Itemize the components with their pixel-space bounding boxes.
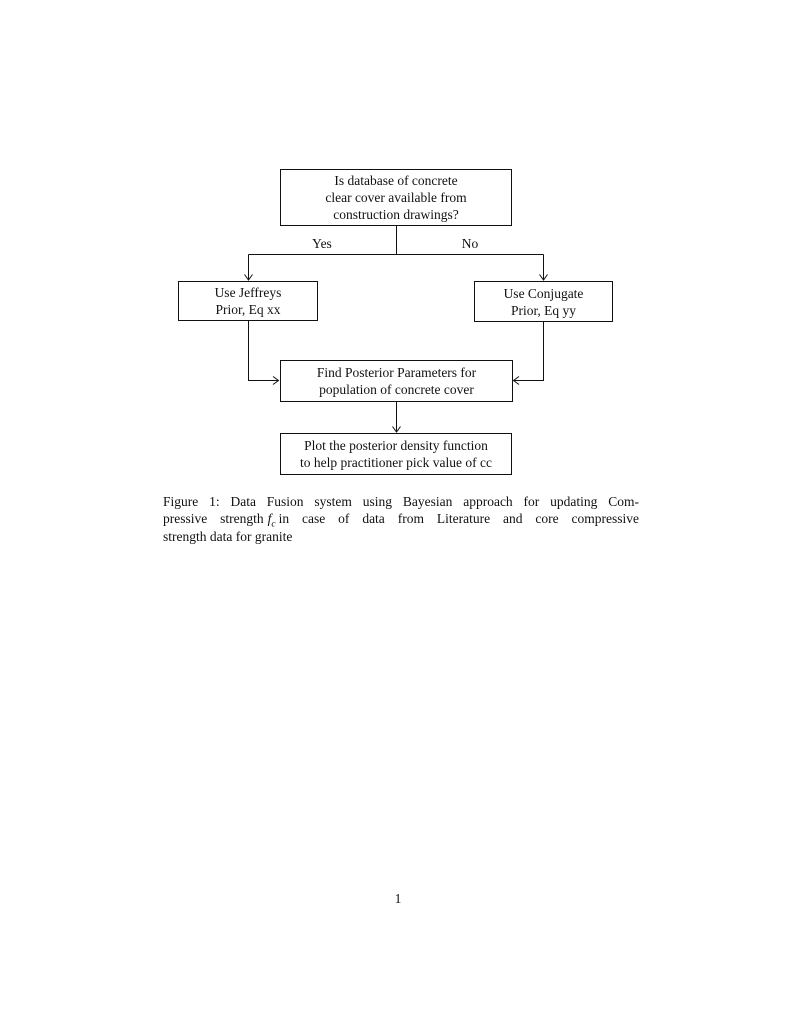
math-fc-symbol: fc xyxy=(267,511,276,529)
posterior-line-1: Find Posterior Parameters for xyxy=(316,365,477,380)
caption-line2-text-pre: pressive strength xyxy=(163,511,264,527)
figure-caption-line-3: strength data for granite xyxy=(163,528,293,544)
flowchart-node-plot-density: Plot the posterior density function to h… xyxy=(280,433,512,475)
math-fc-subscript: c xyxy=(271,520,276,531)
caption-line2-text-post: in case of data from Literature and core… xyxy=(278,511,639,527)
plot-line-1: Plot the posterior density function xyxy=(304,438,488,453)
arrowhead-yes-down xyxy=(244,274,253,281)
arrowhead-no-down xyxy=(539,274,548,281)
connector-conjugate-posterior xyxy=(514,322,544,381)
arrowhead-jeffreys-right xyxy=(272,376,280,385)
flowchart-node-conjugate-prior: Use Conjugate Prior, Eq yy xyxy=(474,281,613,322)
branch-label-yes: Yes xyxy=(310,235,334,252)
connector-jeffreys-posterior xyxy=(248,321,278,381)
branch-label-no: No xyxy=(459,235,481,252)
jeffreys-line-2: Prior, Eq xx xyxy=(215,302,281,317)
arrowhead-posterior-down xyxy=(392,426,401,433)
decision-line-3: construction drawings? xyxy=(333,207,459,222)
page-number: 1 xyxy=(394,891,402,906)
figure-caption: Figure 1: Data Fusion system using Bayes… xyxy=(163,493,639,545)
flowchart-node-decision: Is database of concrete clear cover avai… xyxy=(280,169,512,226)
conjugate-line-2: Prior, Eq yy xyxy=(510,302,577,318)
flowchart-node-posterior-parameters: Find Posterior Parameters for population… xyxy=(280,360,513,402)
figure-caption-line-1: Figure 1: Data Fusion system using Bayes… xyxy=(163,494,639,509)
conjugate-line-1: Use Conjugate xyxy=(503,285,584,301)
plot-line-2: to help practitioner pick value of cc xyxy=(300,455,492,470)
posterior-line-2: population of concrete cover xyxy=(319,382,474,397)
math-fc-base: f xyxy=(267,511,272,527)
arrowhead-conjugate-left xyxy=(512,376,520,385)
decision-line-1: Is database of concrete xyxy=(334,173,458,188)
flowchart-node-jeffreys-prior: Use Jeffreys Prior, Eq xx xyxy=(178,281,318,321)
decision-line-2: clear cover available from xyxy=(325,190,467,205)
jeffreys-line-1: Use Jeffreys xyxy=(214,285,282,300)
